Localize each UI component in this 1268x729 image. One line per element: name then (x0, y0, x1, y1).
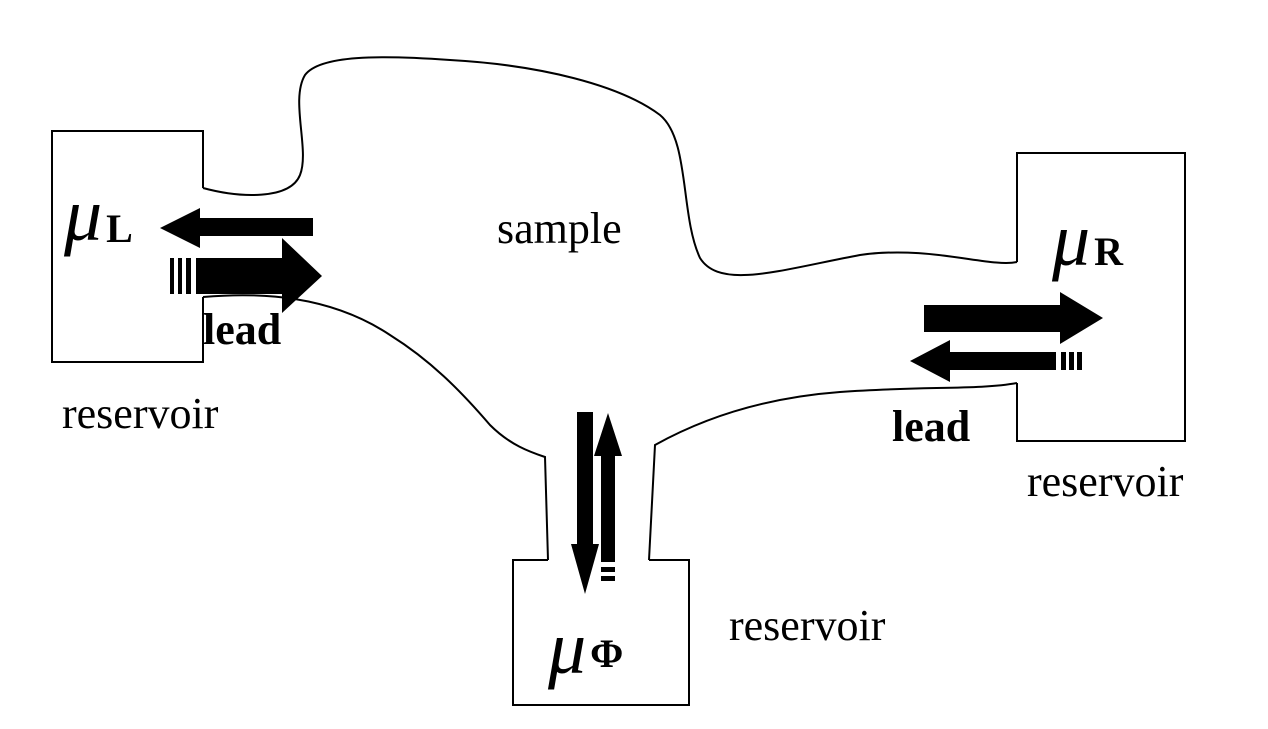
reservoir-left-label: reservoir (62, 389, 219, 438)
arrow-bottom-outgoing (571, 412, 599, 594)
lead-left-label: lead (203, 305, 281, 354)
mu-bottom-subscript: Φ (590, 631, 623, 676)
arrow-bottom-incoming (594, 413, 622, 581)
reservoir-bottom-box (512, 559, 690, 706)
mu-left-subscript: L (106, 206, 133, 251)
sample-lower-right-boundary (648, 382, 1018, 561)
arrow-right-incoming (910, 340, 1082, 382)
mu-right-subscript: R (1094, 229, 1124, 274)
lead-right-label: lead (892, 402, 970, 451)
reservoir-right-box (1016, 152, 1186, 442)
reservoir-bottom-label: reservoir (729, 601, 886, 650)
reservoir-right-label: reservoir (1027, 457, 1184, 506)
sample-upper-boundary (202, 56, 1018, 276)
sample-label: sample (497, 204, 622, 253)
arrow-right-outgoing (924, 292, 1103, 344)
sample-lower-left-boundary (202, 294, 549, 561)
reservoir-left-box (51, 130, 204, 363)
arrow-left-incoming (170, 238, 322, 313)
arrow-left-outgoing (160, 208, 313, 248)
